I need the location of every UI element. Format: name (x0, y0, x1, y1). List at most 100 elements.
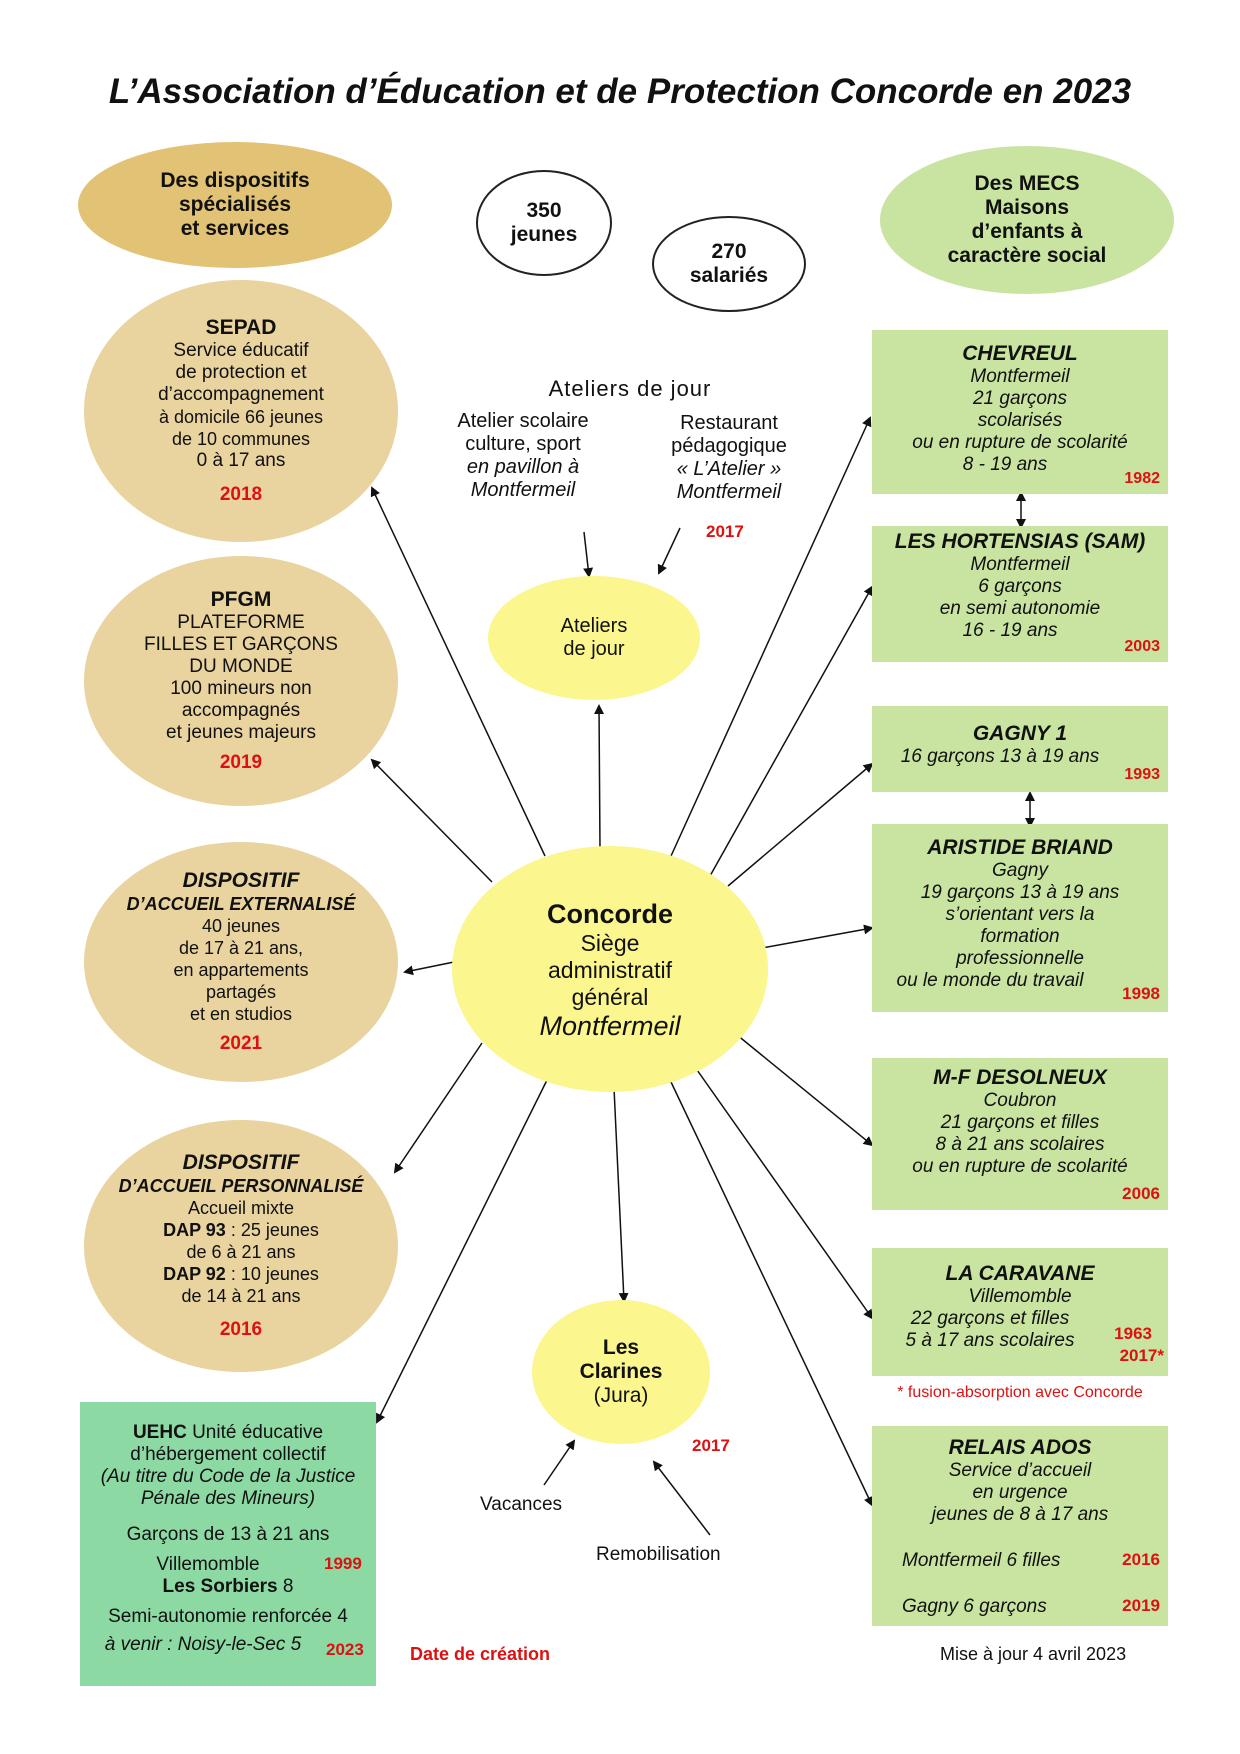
dae-subtitle: D’ACCUEIL EXTERNALISÉ (126, 894, 356, 914)
node-sepad: SEPAD Service éducatif de protection et … (84, 280, 398, 542)
relais-line: Service d’accueil (948, 1460, 1092, 1481)
stat-salaries-label: salariés (689, 264, 769, 287)
dap-line: Accueil mixte (187, 1198, 295, 1218)
footer-mise-a-jour: Mise à jour 4 avril 2023 (940, 1644, 1127, 1664)
hortensias-line: en semi autonomie (939, 598, 1101, 619)
node-concorde-center: Concorde Siège administratif général Mon… (452, 846, 768, 1092)
aristide-line: ou le monde du travail (896, 970, 1084, 991)
chevreul-line: 21 garçons (972, 388, 1067, 409)
arrow-to-pfgm (370, 758, 493, 883)
arrow-left-atelier-to-node (583, 531, 594, 578)
aristide-year: 1998 (1122, 984, 1160, 1003)
dap93-label: DAP 93 (163, 1220, 226, 1240)
arrow-to-hortensias (709, 585, 873, 877)
gagny1-line: 16 garçons 13 à 19 ans (900, 746, 1100, 767)
uehc-year-2023: 2023 (326, 1640, 364, 1659)
dae-line: en appartements (173, 960, 309, 980)
caravane-line: Villemomble (968, 1286, 1072, 1307)
header-mecs-line: Des MECS (974, 172, 1080, 195)
dap93-text: : 25 jeunes (225, 1220, 319, 1240)
chevreul-year: 1982 (1124, 470, 1160, 487)
aristide-line: Gagny (992, 860, 1048, 881)
desolneux-line: ou en rupture de scolarité (912, 1156, 1128, 1177)
stat-jeunes-number: 350 (526, 199, 562, 222)
clarines-year: 2017 (692, 1436, 730, 1455)
ateliers-right-line: Montfermeil (676, 481, 782, 503)
uehc-age: Garçons de 13 à 21 ans (126, 1524, 330, 1545)
relais-gagny: Gagny 6 garçons (902, 1596, 1047, 1617)
arrow-to-gagny1 (727, 762, 874, 887)
uehc-sorbiers-num: 8 (277, 1576, 294, 1597)
aristide-line: 19 garçons 13 à 19 ans (920, 882, 1120, 903)
dae-line: de 17 à 21 ans, (178, 938, 304, 958)
arrow-to-ateliers (594, 704, 605, 851)
caravane-title: LA CARAVANE (945, 1262, 1095, 1285)
ateliers-left-line: Montfermeil (470, 479, 576, 501)
arrow-vacances (543, 1439, 576, 1486)
ateliers-right-line: Restaurant (680, 412, 778, 434)
desolneux-line: 8 à 21 ans scolaires (935, 1134, 1105, 1155)
center-name: Concorde (546, 898, 673, 929)
uehc-city: Villemomble (156, 1554, 260, 1575)
uehc-avenir: à venir : Noisy-le-Sec 5 (104, 1634, 302, 1655)
label-remobilisation: Remobilisation (596, 1544, 721, 1565)
sepad-line: Service éducatif (173, 340, 309, 361)
arrow-right-atelier-to-node (657, 527, 681, 575)
caravane-year-1963: 1963 (1114, 1324, 1152, 1343)
dae-line: partagés (205, 982, 277, 1002)
dae-line: et en studios (189, 1004, 293, 1024)
desolneux-title: M-F DESOLNEUX (933, 1066, 1107, 1089)
caravane-year-2017: 2017* (1119, 1346, 1164, 1365)
box-relais-ados: RELAIS ADOS Service d’accueil en urgence… (872, 1426, 1168, 1626)
center-city: Montfermeil (539, 1010, 681, 1041)
ateliers-heading: Ateliers de jour (548, 376, 712, 401)
ateliers-right-line: pédagogique (671, 435, 787, 457)
desolneux-year: 2006 (1122, 1184, 1160, 1203)
node-pfgm: PFGM PLATEFORME FILLES ET GARÇONS DU MON… (84, 556, 398, 806)
sepad-line: d’accompagnement (158, 384, 324, 405)
pfgm-line: accompagnés (181, 700, 301, 721)
clarines-sub: (Jura) (593, 1384, 649, 1407)
center-line: Siège (580, 929, 640, 956)
chevreul-line: 8 - 19 ans (962, 454, 1048, 475)
relais-year-2019: 2019 (1122, 1596, 1160, 1615)
caravane-line: 5 à 17 ans scolaires (905, 1330, 1075, 1351)
fusion-note: * fusion-absorption avec Concorde (897, 1384, 1143, 1401)
uehc-legal: (Au titre du Code de la Justice (100, 1466, 356, 1487)
pfgm-line: PLATEFORME (177, 612, 305, 633)
box-mf-desolneux: M-F DESOLNEUX Coubron 21 garçons et fill… (872, 1058, 1168, 1210)
node-dispositif-externalise: DISPOSITIF D’ACCUEIL EXTERNALISÉ 40 jeun… (84, 842, 398, 1082)
arrow-to-chevreul (670, 416, 872, 857)
desolneux-line: 21 garçons et filles (940, 1112, 1100, 1133)
ateliers-left-line: Atelier scolaire (457, 410, 589, 432)
ateliers-node-line: Ateliers (560, 615, 628, 637)
ateliers-left-line: en pavillon à (466, 456, 580, 478)
header-dispositifs-line: et services (180, 217, 290, 240)
uehc-semi: Semi-autonomie renforcée 4 (108, 1606, 348, 1627)
center-line: général (571, 983, 649, 1010)
hortensias-year: 2003 (1124, 638, 1160, 655)
hortensias-title: LES HORTENSIAS (SAM) (894, 530, 1146, 553)
page-title: L’Association d’Éducation et de Protecti… (108, 72, 1132, 111)
clarines-name: Clarines (579, 1360, 663, 1383)
pfgm-line: et jeunes majeurs (166, 722, 316, 743)
footer-date-creation: Date de création (410, 1644, 551, 1664)
dap92-line: DAP 92 : 10 jeunes (163, 1263, 319, 1285)
relais-montfermeil: Montfermeil 6 filles (902, 1550, 1061, 1571)
relais-line: jeunes de 8 à 17 ans (931, 1504, 1109, 1525)
ateliers-left-text: Atelier scolaire culture, sport en pavil… (438, 410, 608, 502)
sepad-line: de 10 communes (171, 429, 311, 449)
uehc-year-1999: 1999 (324, 1554, 362, 1573)
center-line: administratif (548, 956, 672, 983)
dap93-line: DAP 93 : 25 jeunes (163, 1219, 319, 1241)
gagny1-year: 1993 (1124, 766, 1160, 783)
box-aristide-briand: ARISTIDE BRIAND Gagny 19 garçons 13 à 19… (872, 824, 1168, 1012)
relais-title: RELAIS ADOS (948, 1436, 1092, 1459)
sepad-title: SEPAD (205, 316, 277, 339)
dap92-age: de 14 à 21 ans (181, 1286, 301, 1306)
dae-title: DISPOSITIF (182, 869, 300, 892)
node-dispositif-personnalise: DISPOSITIF D’ACCUEIL PERSONNALISÉ Accuei… (84, 1120, 398, 1372)
pfgm-year: 2019 (219, 752, 263, 773)
dap93-age: de 6 à 21 ans (186, 1242, 296, 1262)
sepad-age: 0 à 17 ans (196, 450, 286, 471)
